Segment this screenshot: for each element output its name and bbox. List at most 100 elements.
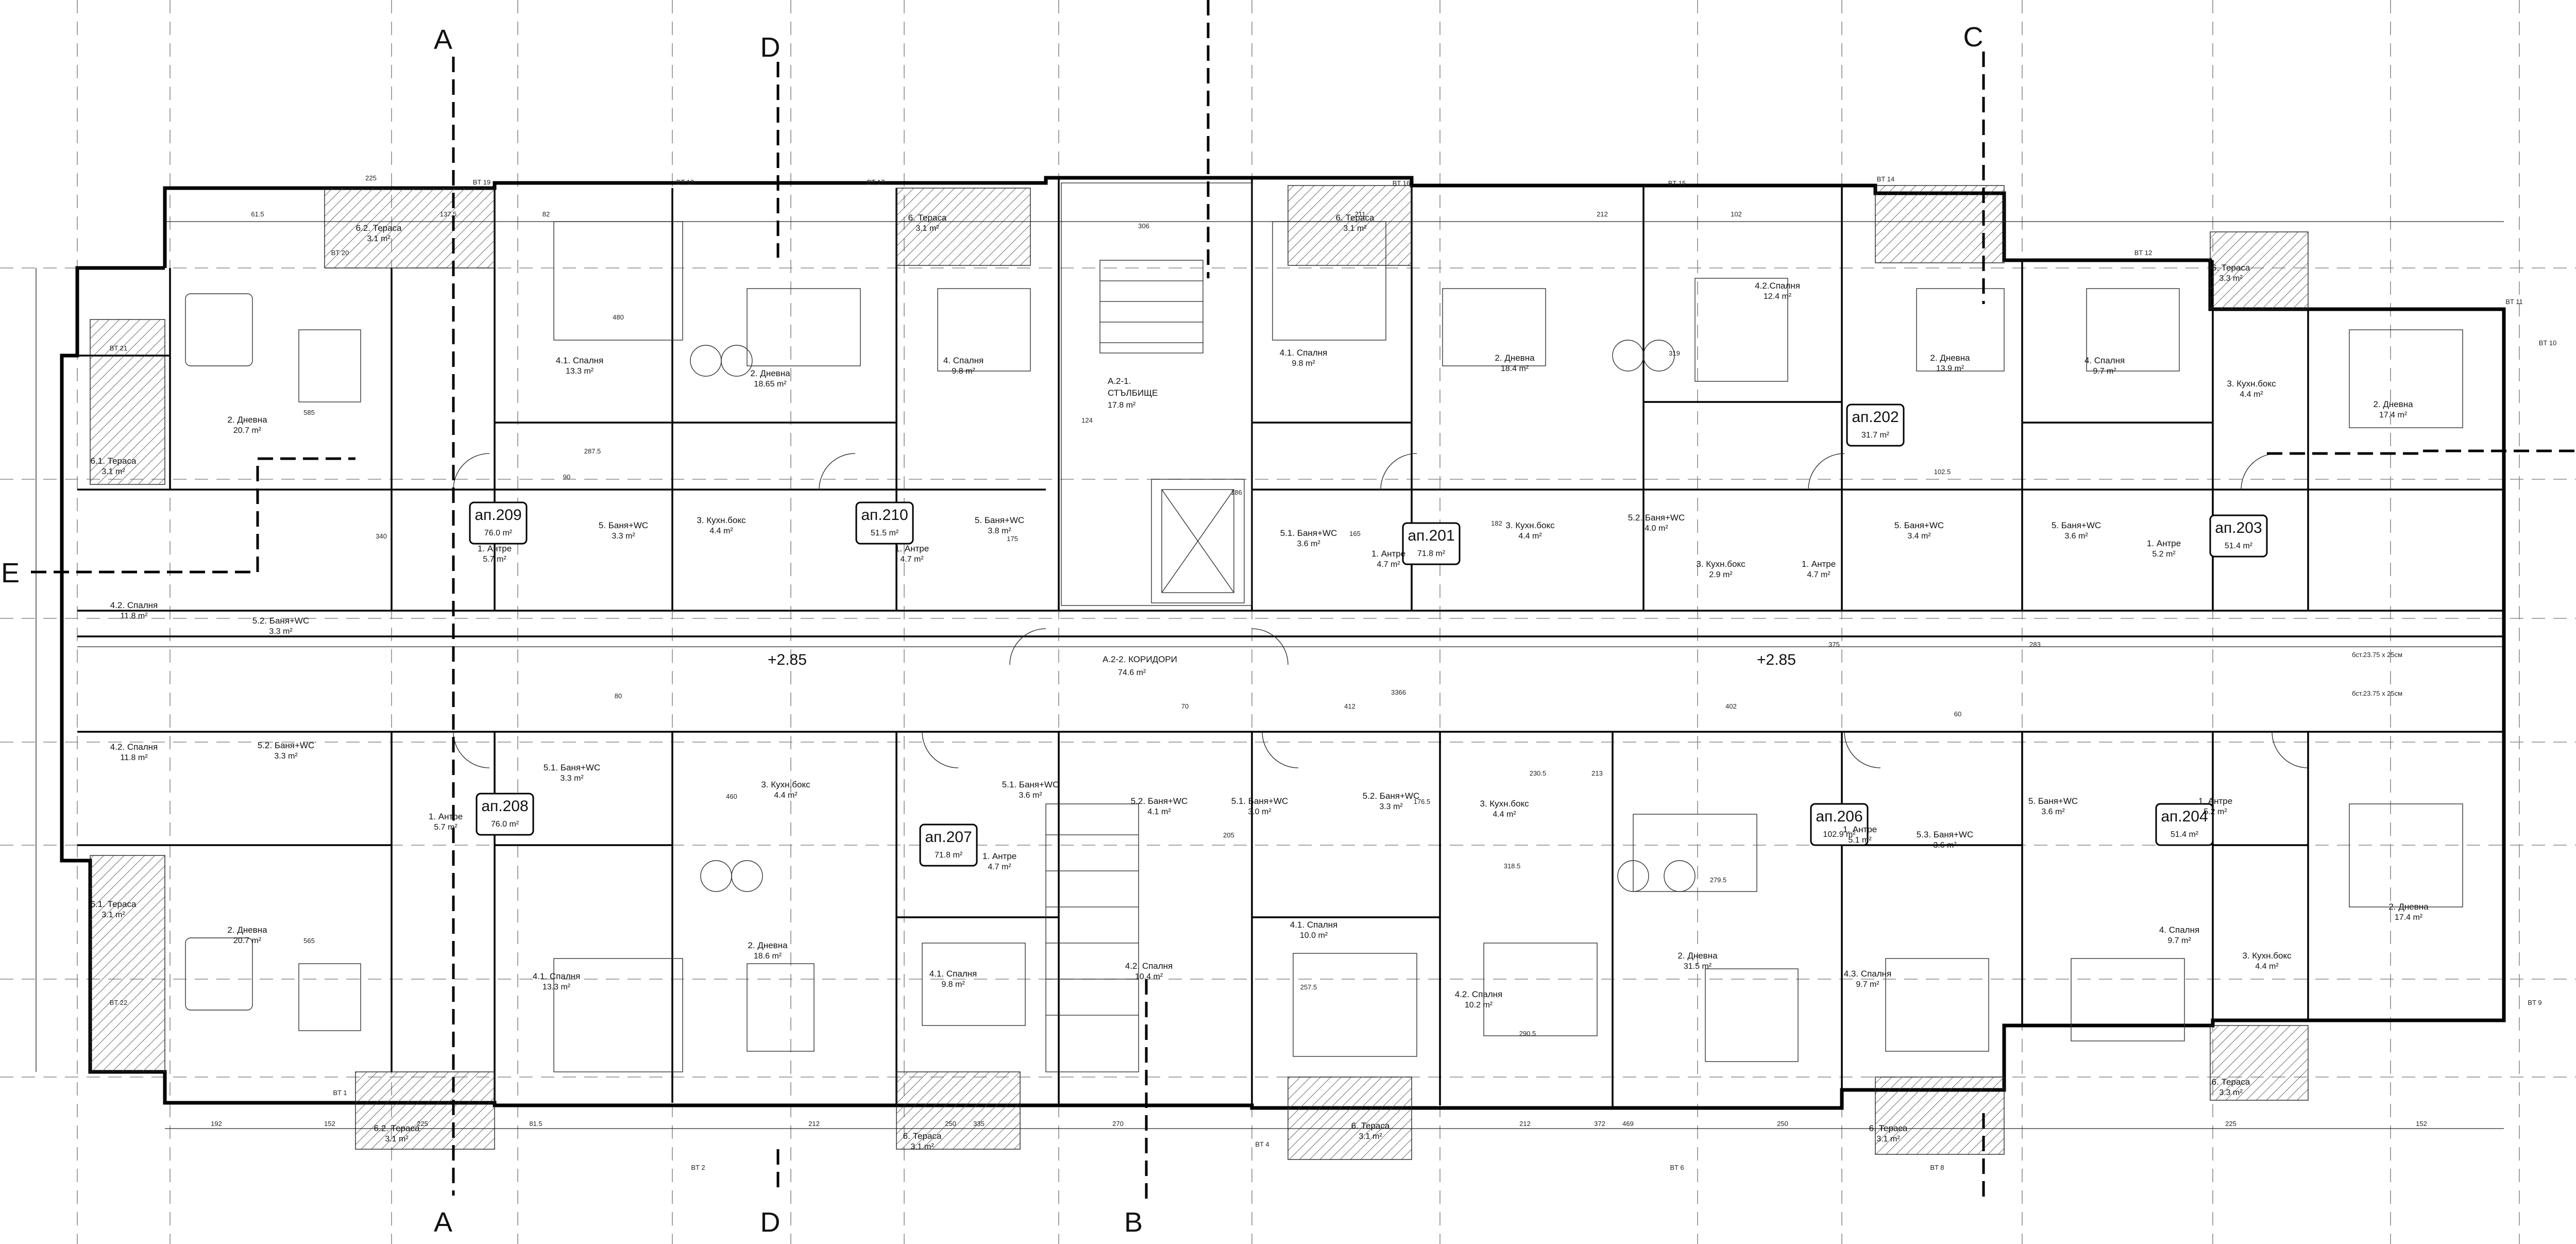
room-area: 9.7 m²	[2093, 367, 2116, 376]
room-area: 3.3 m²	[274, 752, 298, 761]
room-name: 3. Кухн.бокс	[1505, 520, 1555, 530]
apartment-number: ап.201	[1408, 527, 1454, 544]
dimension-value: 306	[1138, 222, 1149, 230]
room-area: 5.2 m²	[2204, 808, 2227, 816]
dimension-value: 211	[1355, 210, 1366, 218]
apartment-number: ап.207	[925, 829, 972, 846]
apartment-tag-frame	[1810, 803, 1869, 846]
apartment-area: 76.0 m²	[491, 820, 519, 829]
dimension-value: 469	[1622, 1120, 1634, 1128]
room-label: 1. Антре 5.7 m²	[429, 812, 463, 832]
room-area: 3.3 m²	[612, 532, 635, 541]
room-name: 1. Антре	[982, 851, 1016, 861]
dimension-value: 225	[417, 1120, 428, 1128]
door-swings	[453, 453, 2309, 768]
room-name: 6. Тераса	[1336, 213, 1375, 223]
axis-tag: BT 12	[2134, 249, 2152, 257]
dimension-value: 61.5	[251, 210, 264, 218]
furniture	[185, 221, 2463, 1072]
apartment-tag-frame	[476, 793, 534, 836]
shaft-label-top: бст.23.75 x 25см	[2352, 651, 2402, 659]
axis-tag: BT 11	[2505, 298, 2522, 306]
room-name: 4.1. Спалня	[1290, 920, 1338, 930]
level-mark-left: +2.85	[768, 651, 807, 668]
dimension-value: 152	[2416, 1120, 2427, 1128]
room-area: 4.7 m²	[1377, 560, 1400, 569]
room-label: 5.1. Баня+WC3.6 m²	[1280, 528, 1337, 548]
room-area: 3.1 m²	[101, 467, 125, 476]
dimension-value: 90	[563, 473, 570, 481]
axis-tag: BT 6	[1670, 1164, 1684, 1171]
axis-tag: BT 1	[333, 1089, 347, 1097]
dimension-value: 213	[1591, 769, 1603, 777]
dimension-value: 80	[615, 692, 622, 700]
room-area: 5.7 m²	[434, 823, 457, 832]
room-name: 5.2. Баня+WC	[1131, 796, 1188, 806]
section-marker: A	[434, 24, 452, 55]
room-name: 2. Дневна	[1930, 353, 1970, 363]
room-area: 9.7 m²	[1856, 980, 1879, 989]
room-label: 5. Баня+WC3.6 m²	[2028, 796, 2078, 816]
dimension-value: 585	[303, 409, 315, 416]
room-label: 5.1. Баня+WC3.3 m²	[544, 763, 601, 783]
axis-tag: BT 19	[473, 178, 490, 186]
room-name: 4.1. Спалня	[533, 971, 581, 981]
corridor-name: A.2-2. КОРИДОРИ	[1103, 654, 1177, 664]
apartment-area: 51.5 m²	[871, 529, 899, 537]
room-name: 1. Антре	[1371, 549, 1405, 559]
corridor-area: 74.6 m²	[1118, 668, 1146, 677]
apartment-area: 102.9 m²	[1823, 830, 1856, 839]
dimension-value: 372	[1594, 1120, 1605, 1128]
room-area: 13.3 m²	[543, 983, 571, 991]
room-name: 4. Спалня	[2159, 925, 2199, 935]
room-area: 3.1 m²	[1876, 1135, 1900, 1144]
room-name: 1. Антре	[429, 812, 463, 821]
room-label: 5.1. Баня+WC3.0 m²	[1231, 796, 1289, 816]
room-label: 5.2. Баня+WC4.0 m²	[1628, 513, 1685, 533]
room-name: 6. Тераса	[2212, 1077, 2250, 1087]
dimension-value: 257.5	[1300, 983, 1317, 991]
room-area: 3.3 m²	[2219, 1088, 2243, 1097]
apartment-area: 31.7 m²	[1861, 431, 1890, 440]
room-area: 4.7 m²	[900, 555, 924, 564]
room-area: 3.1 m²	[1359, 1132, 1382, 1141]
room-area: 3.1 m²	[385, 1135, 409, 1144]
section-marker: E	[1, 558, 20, 589]
dimension-value: 212	[808, 1120, 820, 1128]
room-area: 13.3 m²	[566, 367, 594, 376]
dimension-value: 137.5	[440, 210, 457, 218]
interior-walls	[77, 178, 2504, 1108]
room-name: 4.1. Спалня	[556, 356, 604, 365]
room-area: 2.9 m²	[1709, 570, 1733, 579]
room-area: 17.4 m²	[2395, 913, 2423, 922]
room-name: 6.2. Тераса	[356, 223, 402, 233]
room-area: 20.7 m²	[233, 936, 262, 945]
section-marker: C	[1963, 22, 1984, 53]
section-marker: B	[1124, 1207, 1143, 1238]
dimension-value: 230.5	[1530, 769, 1547, 777]
dimension-value: 192	[211, 1120, 222, 1128]
axis-tag: BT 20	[331, 249, 349, 257]
stair-name: СТЪЛБИЩЕ	[1108, 388, 1158, 398]
room-name: 3. Кухн.бокс	[1696, 559, 1745, 569]
room-name: 4.2. Спалня	[110, 742, 158, 752]
